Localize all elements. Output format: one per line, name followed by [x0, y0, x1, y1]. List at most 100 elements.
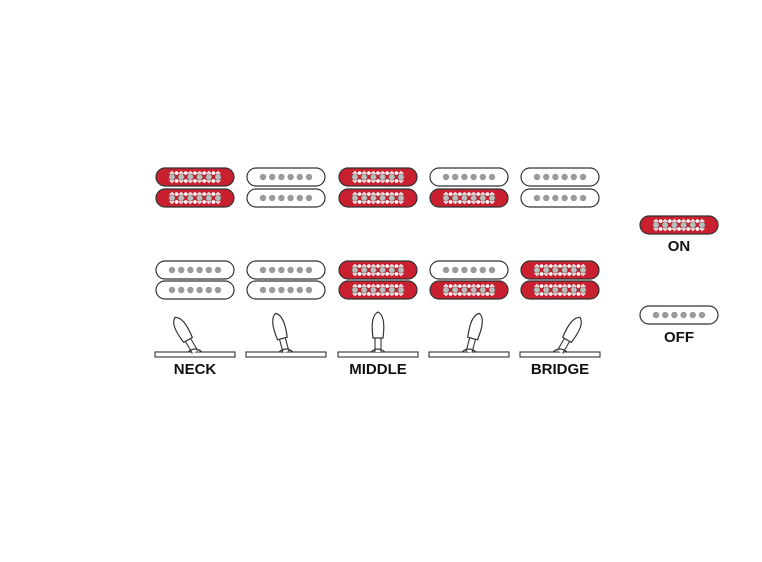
pole-piece [442, 173, 450, 181]
pattern-dot [476, 192, 481, 196]
pole-piece [680, 221, 687, 229]
pattern-dot [385, 264, 390, 268]
pattern-dot [376, 272, 380, 276]
label-neck: NECK [174, 361, 217, 378]
bridge-coil-top [155, 260, 235, 280]
pole-piece [488, 194, 496, 202]
pole-piece [287, 194, 294, 202]
pole-piece [351, 286, 359, 294]
pattern-dot [485, 200, 490, 204]
pole-piece [351, 173, 359, 181]
pole-piece [178, 266, 185, 274]
pattern-dot [467, 200, 471, 204]
pattern-dot [367, 264, 371, 268]
pole-piece [470, 286, 477, 294]
pattern-dot [576, 284, 581, 288]
pole-piece [542, 286, 550, 294]
legend-off-coil [639, 305, 719, 325]
pole-piece [671, 311, 678, 319]
pattern-dot [448, 200, 453, 204]
pattern-dot [567, 264, 571, 268]
pole-piece [561, 173, 568, 181]
bridge-coil-bottom [520, 280, 600, 300]
neck-coil-bottom [338, 188, 418, 208]
pole-piece [370, 286, 377, 294]
pole-piece [351, 266, 359, 274]
pole-piece [187, 173, 194, 181]
pole-piece [579, 173, 587, 181]
pattern-dot [202, 179, 206, 183]
pattern-dot [357, 292, 362, 296]
position-2 [246, 167, 326, 300]
pole-piece [305, 173, 313, 181]
pole-piece [351, 194, 359, 202]
pattern-dot [549, 292, 553, 296]
switch-base [428, 351, 510, 358]
pattern-dot [184, 179, 188, 183]
pattern-dot [677, 219, 681, 223]
pattern-dot [485, 284, 490, 288]
pattern-dot [458, 200, 462, 204]
pattern-dot [376, 292, 380, 296]
pattern-dot [539, 272, 544, 276]
legend-on-pickup-icon [639, 215, 719, 235]
pattern-dot [367, 171, 371, 175]
switch-lever-icon [371, 311, 385, 352]
pole-piece [543, 194, 550, 202]
pattern-dot [394, 171, 399, 175]
pattern-dot [357, 284, 362, 288]
pole-piece [689, 221, 697, 229]
switch-lever-icon [556, 316, 582, 354]
pattern-dot [458, 284, 462, 288]
neck-coil-top [155, 167, 235, 187]
pole-piece [561, 286, 568, 294]
pattern-dot [567, 272, 571, 276]
pole-piece [196, 173, 203, 181]
pattern-dot [576, 264, 581, 268]
pattern-dot [695, 227, 700, 231]
pattern-dot [193, 179, 197, 183]
pole-piece [479, 194, 487, 202]
pole-piece [187, 286, 194, 294]
pattern-dot [467, 284, 471, 288]
pole-piece [305, 286, 313, 294]
pole-piece [187, 194, 194, 202]
pole-piece [214, 286, 222, 294]
pole-piece [461, 194, 468, 202]
pattern-dot [394, 272, 399, 276]
pole-piece [370, 266, 377, 274]
pattern-dot [539, 264, 544, 268]
pole-piece [360, 173, 368, 181]
pattern-dot [367, 272, 371, 276]
pattern-dot [367, 292, 371, 296]
pole-piece [178, 286, 185, 294]
pole-piece [442, 266, 450, 274]
pattern-dot [184, 200, 188, 204]
pattern-dot [376, 284, 380, 288]
pole-piece [570, 286, 578, 294]
pole-piece [570, 194, 577, 202]
pattern-dot [376, 171, 380, 175]
bridge-coil-top [246, 260, 326, 280]
pole-piece [269, 266, 276, 274]
pattern-dot [467, 192, 471, 196]
pole-piece [461, 286, 468, 294]
pole-piece [296, 266, 303, 274]
pattern-dot [448, 192, 453, 196]
pole-piece [533, 173, 541, 181]
pattern-dot [485, 292, 490, 296]
pattern-dot [677, 227, 681, 231]
pattern-dot [576, 292, 581, 296]
neck-coil-bottom [155, 188, 235, 208]
switch-position-1 [154, 316, 236, 358]
pattern-dot [558, 272, 562, 276]
pole-piece [661, 221, 669, 229]
neck-coil-bottom [520, 188, 600, 208]
pole-piece [168, 194, 176, 202]
pole-piece [214, 266, 222, 274]
pattern-dot [376, 200, 380, 204]
pole-piece [187, 266, 194, 274]
pole-piece [296, 286, 303, 294]
pattern-dot [367, 179, 371, 183]
pattern-dot [357, 264, 362, 268]
